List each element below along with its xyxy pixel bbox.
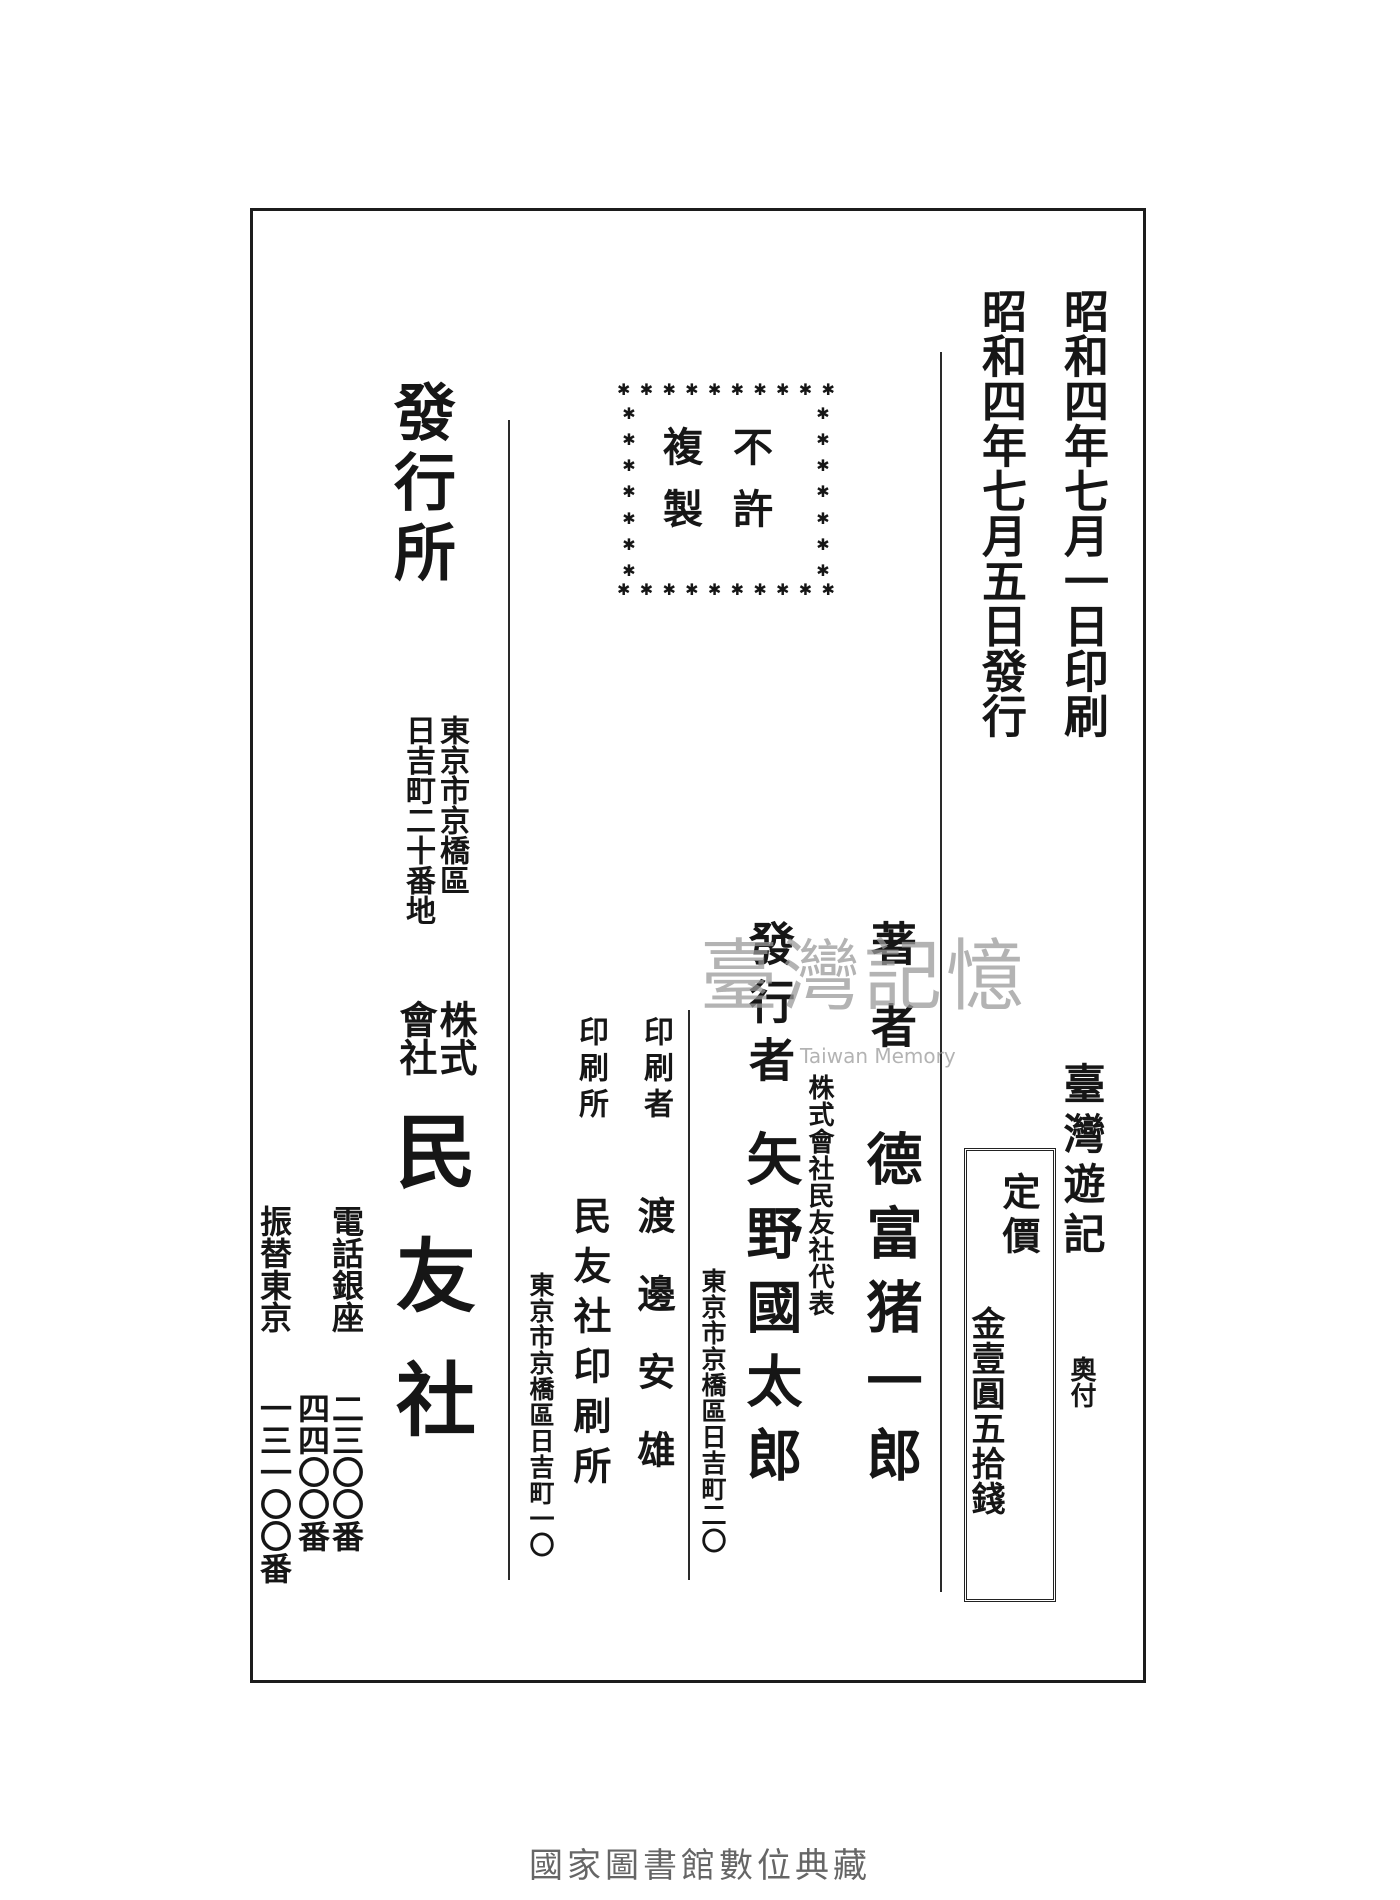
tel-number-2: 四四〇〇番 [293,1392,331,1552]
divider-printer [688,1010,690,1580]
price-value: 金壹圓五拾錢 [965,1306,1005,1516]
publisher-label: 發行者 [742,920,796,1094]
issuing-office-label: 發行所 [383,380,456,590]
divider-middle [508,420,510,1580]
printery-name: 民友社印刷所 [567,1196,612,1496]
stamp-stars-bottom: ✱✱✱✱✱✱✱✱✱✱ [617,580,835,599]
author-label: 著者 [864,920,918,1084]
publisher-name: 矢野國太郎 [737,1130,803,1500]
stamp-text-1: 不許 [726,426,773,550]
printery-label: 印刷所 [573,1016,608,1124]
stamp-text-2: 複製 [656,426,703,550]
issuing-office-name: 民友社 [383,1110,477,1482]
okuzuke-label: 奧付 [1066,1356,1096,1408]
kaisha-line2: 會社 [393,1000,438,1076]
printer-name: 渡邊安雄 [631,1196,676,1508]
tel-label: 電話銀座 [327,1205,365,1333]
colophon-frame [250,208,1146,1683]
printer-label: 印刷者 [638,1016,673,1124]
footer-credit: 國家圖書館數位典藏 [529,1846,871,1886]
price-box [964,1148,1056,1602]
printery-address: 東京市京橋區日吉町一〇 [526,1272,555,1558]
stamp-stars-right: ✱✱✱✱✱✱✱ [816,404,830,580]
book-title: 臺灣遊記 [1057,1062,1106,1262]
publisher-address: 東京市京橋區日吉町二〇 [698,1268,727,1554]
no-copy-stamp: ✱✱✱✱✱✱✱✱✱✱ ✱✱✱✱✱✱✱✱✱✱ ✱✱✱✱✱✱✱ ✱✱✱✱✱✱✱ 不許… [617,380,835,604]
publisher-rep: 株式會社民友社代表 [804,1074,834,1317]
office-address-line2: 日吉町二十番地 [400,715,435,925]
taiwan-memory-watermark: 臺灣記憶 Taiwan Memory [700,932,1029,1068]
stamp-stars-left: ✱✱✱✱✱✱✱ [622,404,636,580]
print-date: 昭和四年七月一日印刷 [1056,288,1109,738]
watermark-chinese: 臺灣記憶 [700,932,1029,1022]
kaisha-line1: 株式 [433,1000,478,1076]
transfer-number: 一三一〇〇番 [255,1392,293,1584]
office-address-line1: 東京市京橋區 [434,715,469,895]
divider-right [940,352,942,1592]
author-name: 德富猪一郎 [857,1130,923,1500]
transfer-label: 振替東京 [255,1205,293,1333]
tel-number-1: 二三〇〇番 [327,1392,365,1552]
watermark-english: Taiwan Memory [800,1044,956,1068]
issue-date: 昭和四年七月五日發行 [974,288,1027,738]
stamp-stars-top: ✱✱✱✱✱✱✱✱✱✱ [617,380,835,399]
tel-column-1: 電話銀座 [327,1205,365,1333]
price-label: 定價 [996,1172,1041,1260]
